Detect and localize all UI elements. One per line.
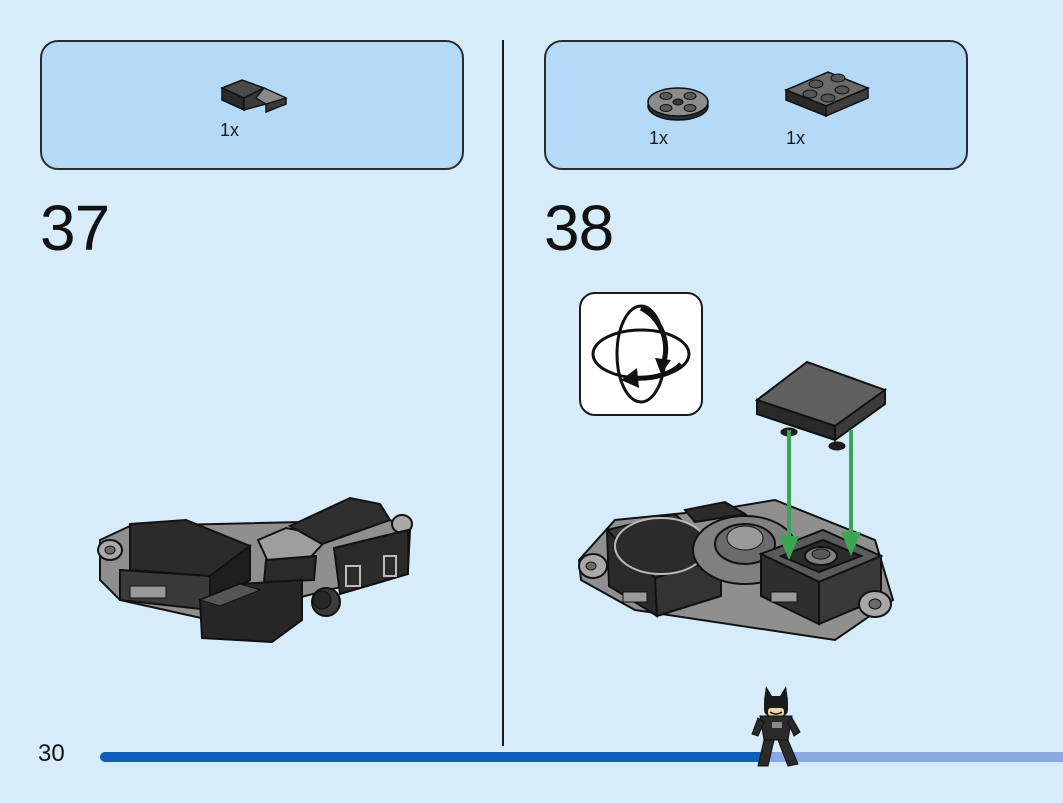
rotate-model-icon (579, 292, 703, 416)
parts-callout-step-38: 1x 1x (544, 40, 968, 170)
part-qty: 1x (649, 128, 669, 148)
step-38-assembly (575, 360, 905, 655)
step-37-assembly (90, 490, 420, 655)
step-number-37: 37 (40, 192, 110, 264)
part-qty: 1x (786, 128, 806, 148)
part-slope-brick-icon (220, 76, 290, 116)
part-qty: 1x (220, 120, 240, 140)
part-round-plate-icon (646, 80, 710, 124)
step-number-38: 38 (544, 192, 614, 264)
page-divider (502, 40, 504, 746)
page-number: 30 (38, 740, 65, 767)
batman-minifigure-icon (748, 682, 804, 779)
part-square-plate-icon (782, 68, 872, 120)
parts-callout-step-37: 1x (40, 40, 464, 170)
progress-bar (100, 752, 764, 762)
